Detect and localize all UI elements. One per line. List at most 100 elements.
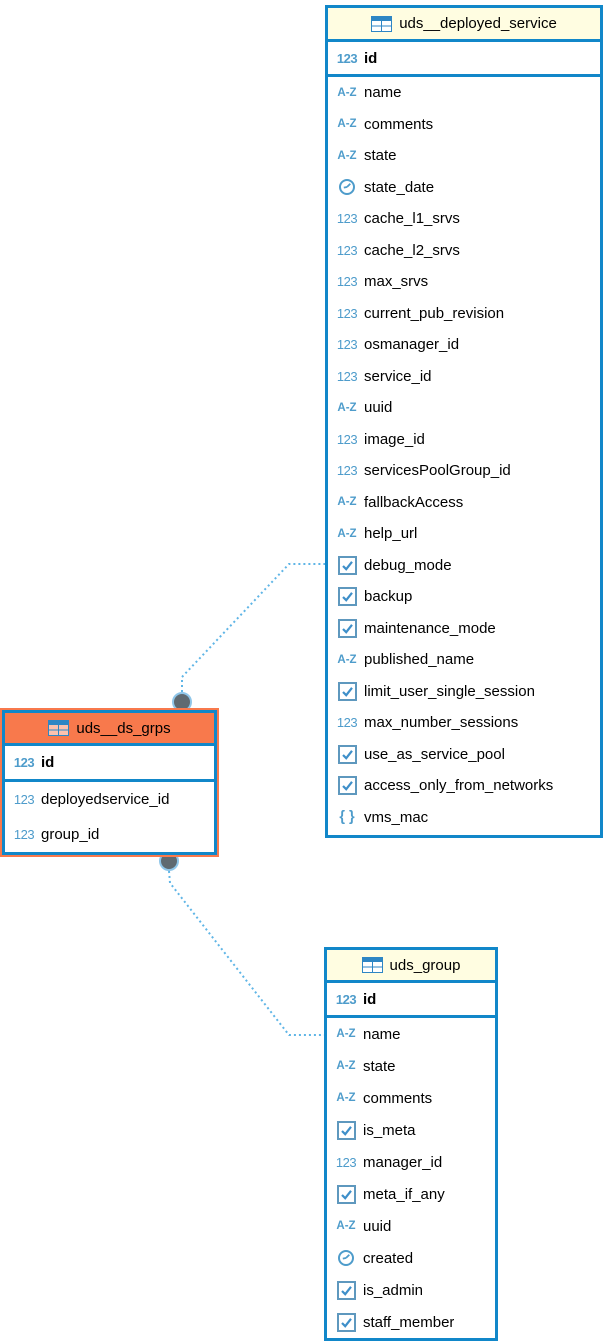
column-name: deployedservice_id <box>41 791 170 808</box>
relationship-line-ds-grps-to-deployed-service <box>181 563 325 692</box>
column-name: max_srvs <box>364 273 429 291</box>
column-name: name <box>363 1025 401 1043</box>
column-name: state_date <box>364 178 435 196</box>
table-title: uds__ds_grps <box>76 719 171 737</box>
table-header[interactable]: uds_group <box>327 950 495 983</box>
boolean-type-icon <box>333 555 361 575</box>
column-name: created <box>363 1249 414 1267</box>
column-name: debug_mode <box>364 556 452 574</box>
column-row[interactable]: A-Z published_name <box>328 644 600 676</box>
column-row[interactable]: { } vms_mac <box>328 802 600 834</box>
numeric-type-icon: 123 <box>336 715 358 731</box>
column-name: image_id <box>364 430 425 448</box>
column-name: id <box>363 990 377 1008</box>
connector-anchor-ds-grps-top[interactable] <box>172 692 192 712</box>
column-name: uuid <box>363 1217 392 1235</box>
column-row[interactable]: use_as_service_pool <box>328 739 600 771</box>
column-row[interactable]: debug_mode <box>328 550 600 582</box>
text-type-icon: A-Z <box>336 1028 356 1040</box>
column-name: maintenance_mode <box>364 619 496 637</box>
column-name: cache_l2_srvs <box>364 241 460 259</box>
table-header[interactable]: uds__deployed_service <box>328 8 600 42</box>
numeric-type-icon: 123 <box>336 337 358 353</box>
column-row[interactable]: access_only_from_networks <box>328 770 600 802</box>
text-type-icon: A-Z <box>337 149 357 162</box>
column-row[interactable]: limit_user_single_session <box>328 676 600 708</box>
datetime-type-icon <box>333 178 361 196</box>
column-row[interactable]: 123 osmanager_id <box>328 329 600 361</box>
table-header[interactable]: uds__ds_grps <box>5 713 214 746</box>
column-row[interactable]: A-Z name <box>327 1018 495 1050</box>
numeric-type-icon: 123 <box>336 211 358 227</box>
datetime-type-icon <box>332 1249 360 1267</box>
column-name: servicesPoolGroup_id <box>364 462 511 480</box>
text-type-icon: A-Z <box>337 496 357 509</box>
boolean-type-icon <box>333 776 361 796</box>
numeric-type-icon: 123 <box>13 755 35 770</box>
json-type-icon: { } <box>339 809 355 826</box>
boolean-type-icon <box>333 587 361 607</box>
column-name: vms_mac <box>364 808 429 826</box>
column-row[interactable]: is_admin <box>327 1274 495 1306</box>
relationship-line-ds-grps-to-group <box>168 870 326 1036</box>
column-row[interactable]: A-Z state <box>327 1050 495 1082</box>
text-type-icon: A-Z <box>336 1060 356 1072</box>
column-row[interactable]: staff_member <box>327 1306 495 1338</box>
column-row[interactable]: backup <box>328 581 600 613</box>
column-name: is_meta <box>363 1121 416 1139</box>
boolean-type-icon <box>332 1120 360 1140</box>
column-name: staff_member <box>363 1313 455 1331</box>
column-name: comments <box>363 1089 433 1107</box>
table-icon <box>48 720 70 736</box>
text-type-icon: A-Z <box>337 527 357 540</box>
column-name: use_as_service_pool <box>364 745 505 763</box>
column-row[interactable]: maintenance_mode <box>328 613 600 645</box>
numeric-type-icon: 123 <box>336 305 358 321</box>
column-row[interactable]: state_date <box>328 172 600 204</box>
column-name: state <box>363 1057 396 1075</box>
column-name: name <box>364 84 402 102</box>
column-row[interactable]: is_meta <box>327 1114 495 1146</box>
column-name: id <box>41 754 55 771</box>
text-type-icon: A-Z <box>337 653 357 666</box>
table-icon <box>361 957 383 973</box>
column-name: manager_id <box>363 1153 443 1171</box>
column-name: uuid <box>364 399 393 417</box>
column-row[interactable]: 123 id <box>5 746 214 779</box>
numeric-type-icon: 123 <box>13 827 35 842</box>
column-row[interactable]: meta_if_any <box>327 1178 495 1210</box>
column-row[interactable]: created <box>327 1242 495 1274</box>
column-name: osmanager_id <box>364 336 460 354</box>
column-name: comments <box>364 115 434 133</box>
column-name: published_name <box>364 651 475 669</box>
